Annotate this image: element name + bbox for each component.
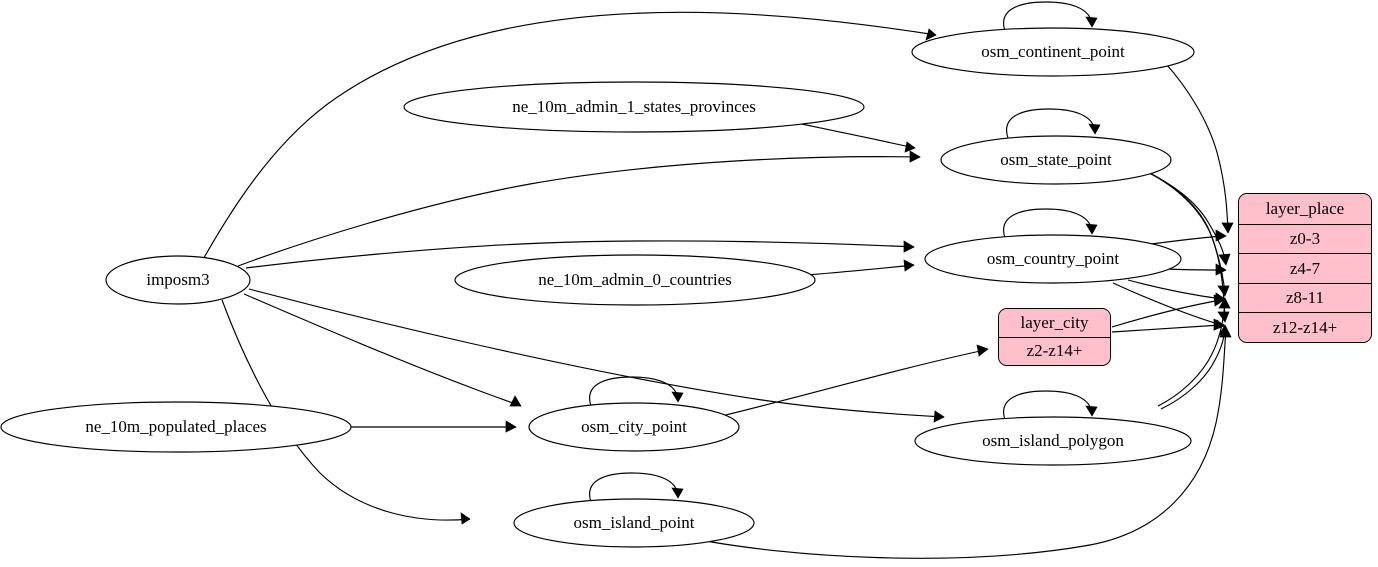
edge-osm-city-point-to-layer-city bbox=[712, 349, 986, 419]
arrowhead-icon bbox=[933, 410, 945, 423]
arrowhead-icon bbox=[1215, 263, 1227, 276]
edge-osm-country-point-to-layer-place-z12-z14 bbox=[1112, 282, 1222, 326]
arrowhead-icon bbox=[671, 391, 684, 403]
arrowhead-icon bbox=[925, 28, 937, 41]
edge-ne-states-to-osm-state-point bbox=[791, 121, 916, 149]
node-osm-continent-point[interactable]: osm_continent_point bbox=[911, 27, 1195, 77]
arrowhead-icon bbox=[903, 259, 915, 272]
edge-imposm3-to-osm-island-polygon bbox=[248, 288, 945, 418]
arrowhead-icon bbox=[505, 420, 517, 433]
arrowhead-icon bbox=[1213, 318, 1225, 331]
record-cell-layer-place-title[interactable]: layer_place bbox=[1239, 194, 1371, 224]
edge-imposm3-to-osm-continent-point bbox=[200, 11, 937, 264]
record-cell-layer-place-z4-7[interactable]: z4-7 bbox=[1239, 253, 1371, 283]
arrowhead-icon bbox=[1218, 297, 1231, 309]
arrowhead-icon bbox=[509, 395, 522, 407]
edge-osm-island-polygon-to-layer-place-z12-z14 bbox=[1160, 327, 1226, 410]
node-osm-state-point-shape[interactable] bbox=[940, 135, 1172, 185]
arrowhead-icon bbox=[1088, 123, 1101, 135]
edge-osm-city-point-self-loop bbox=[589, 376, 679, 407]
node-osm-island-polygon-shape[interactable] bbox=[914, 416, 1192, 466]
edge-layer-city-to-layer-place-z12-z14 bbox=[1111, 324, 1222, 333]
arrowhead-icon bbox=[903, 240, 915, 253]
node-layer: imposm3 ne_10m_admin_1_states_provinces … bbox=[0, 27, 1195, 548]
edge-osm-country-point-self-loop bbox=[1003, 208, 1093, 239]
edge-ne-countries-to-osm-country-point bbox=[805, 264, 915, 276]
node-imposm3-label: imposm3 bbox=[146, 270, 209, 289]
arrowhead-icon bbox=[1218, 253, 1231, 266]
arrowhead-icon bbox=[1085, 16, 1098, 28]
record-cell-layer-city-title[interactable]: layer_city bbox=[999, 309, 1110, 337]
arrowhead-icon bbox=[1215, 229, 1227, 242]
record-node-layer-place[interactable]: layer_place z0-3 z4-7 z8-11 z12-z14+ bbox=[1238, 193, 1372, 343]
edge-imposm3-to-osm-country-point bbox=[245, 240, 915, 269]
edge-osm-island-polygon-self-loop bbox=[1003, 390, 1093, 421]
edge-osm-state-point-to-layer-place-z12-z14 bbox=[1152, 174, 1226, 320]
node-osm-state-point-label: osm_state_point bbox=[1000, 150, 1112, 169]
edge-osm-country-point-to-layer-place-z8-11 bbox=[1127, 279, 1223, 300]
node-osm-continent-point-label: osm_continent_point bbox=[981, 42, 1125, 61]
arrowhead-icon bbox=[1085, 223, 1098, 235]
node-ne-countries-shape[interactable] bbox=[454, 254, 816, 306]
arrowhead-icon bbox=[904, 141, 916, 153]
arrowhead-icon bbox=[1221, 222, 1234, 234]
edge-imposm3-to-osm-state-point bbox=[237, 156, 921, 267]
record-cell-layer-place-z0-3[interactable]: z0-3 bbox=[1239, 223, 1371, 254]
edge-osm-state-point-self-loop bbox=[1006, 108, 1096, 139]
node-osm-country-point[interactable]: osm_country_point bbox=[924, 234, 1182, 284]
arrowhead-icon bbox=[1085, 405, 1098, 417]
node-osm-country-point-shape[interactable] bbox=[924, 234, 1182, 284]
node-osm-island-polygon[interactable]: osm_island_polygon bbox=[914, 416, 1192, 466]
node-ne-populated-shape[interactable] bbox=[0, 401, 352, 453]
record-cell-layer-city-z2-z14[interactable]: z2-z14+ bbox=[999, 336, 1110, 365]
node-osm-island-point[interactable]: osm_island_point bbox=[513, 498, 755, 548]
node-osm-continent-point-shape[interactable] bbox=[911, 27, 1195, 77]
node-osm-city-point-shape[interactable] bbox=[528, 402, 740, 452]
arrowhead-icon bbox=[671, 487, 684, 499]
node-ne-10m-admin-1-states-provinces[interactable]: ne_10m_admin_1_states_provinces bbox=[403, 81, 865, 133]
record-cell-layer-place-z12-z14[interactable]: z12-z14+ bbox=[1239, 312, 1371, 342]
node-osm-island-polygon-label: osm_island_polygon bbox=[982, 431, 1124, 450]
node-osm-island-point-shape[interactable] bbox=[513, 498, 755, 548]
node-ne-countries-label: ne_10m_admin_0_countries bbox=[538, 270, 732, 289]
edge-osm-island-point-to-layer-place-z12-z14 bbox=[689, 329, 1227, 559]
arrowhead-icon bbox=[1213, 294, 1225, 307]
node-osm-city-point[interactable]: osm_city_point bbox=[528, 402, 740, 452]
node-osm-country-point-label: osm_country_point bbox=[987, 249, 1119, 268]
edge-osm-island-polygon-to-layer-place-z8-11 bbox=[1157, 300, 1226, 407]
arrowhead-icon bbox=[460, 512, 471, 525]
arrowhead-icon bbox=[909, 150, 921, 163]
record-node-layer-city[interactable]: layer_city z2-z14+ bbox=[998, 308, 1111, 366]
node-osm-island-point-label: osm_island_point bbox=[574, 513, 695, 532]
node-osm-city-point-label: osm_city_point bbox=[581, 417, 687, 436]
edge-imposm3-to-osm-city-point bbox=[243, 293, 522, 407]
edge-layer-city-to-layer-place-z8-11 bbox=[1111, 299, 1222, 328]
record-cell-layer-place-z8-11[interactable]: z8-11 bbox=[1239, 282, 1371, 313]
edge-osm-island-point-self-loop bbox=[589, 472, 679, 503]
edge-osm-continent-point-to-layer-place-z0-3 bbox=[1165, 63, 1229, 231]
node-ne-10m-admin-0-countries[interactable]: ne_10m_admin_0_countries bbox=[454, 254, 816, 306]
node-osm-state-point[interactable]: osm_state_point bbox=[940, 135, 1172, 185]
arrowhead-icon bbox=[1219, 326, 1232, 338]
node-ne-10m-populated-places[interactable]: ne_10m_populated_places bbox=[0, 401, 352, 453]
edge-osm-continent-point-self-loop bbox=[1003, 1, 1093, 32]
node-ne-states-shape[interactable] bbox=[403, 81, 865, 133]
node-ne-populated-label: ne_10m_populated_places bbox=[85, 417, 266, 436]
node-ne-states-label: ne_10m_admin_1_states_provinces bbox=[512, 97, 756, 116]
node-imposm3[interactable]: imposm3 bbox=[105, 255, 251, 305]
edge-imposm3-to-osm-island-point bbox=[221, 299, 471, 521]
node-imposm3-shape[interactable] bbox=[105, 255, 251, 305]
arrowhead-icon bbox=[976, 344, 989, 357]
edge-osm-country-point-to-layer-place-z0-3 bbox=[1142, 235, 1224, 246]
